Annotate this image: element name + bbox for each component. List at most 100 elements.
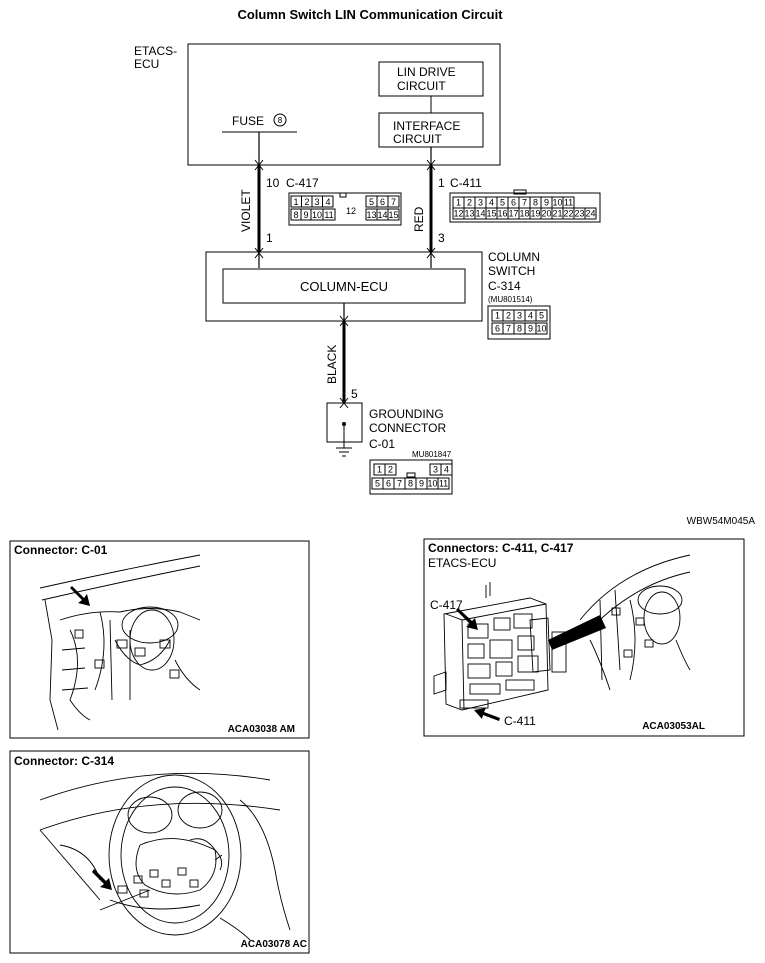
c411-pin: 17 bbox=[508, 209, 518, 219]
c411-pin: 14 bbox=[475, 209, 485, 219]
interface-line1: INTERFACE bbox=[393, 119, 460, 133]
c314-cell bbox=[535, 309, 548, 322]
c01-pin: 11 bbox=[439, 479, 448, 489]
c411-pin: 18 bbox=[519, 209, 529, 219]
callout-c417: C-417 bbox=[430, 598, 463, 612]
connector-c417-face: 1 2 3 4 5 6 7 12 8 9 10 11 13 14 15 bbox=[288, 192, 402, 226]
column-switch-line3: C-314 bbox=[488, 279, 521, 293]
c411-pin: 11 bbox=[564, 198, 573, 208]
panel-etacs-subtitle: ETACS-ECU bbox=[428, 556, 496, 570]
c411-pin: 9 bbox=[544, 198, 549, 208]
c314-pin: 5 bbox=[539, 311, 544, 321]
c417-pin: 10 bbox=[312, 210, 322, 220]
c411-pin: 8 bbox=[533, 198, 538, 208]
c417-pin: 15 bbox=[388, 210, 398, 220]
ground-line1: GROUNDING bbox=[369, 407, 444, 421]
c411-pin: 22 bbox=[563, 209, 573, 219]
c314-pin: 4 bbox=[528, 311, 533, 321]
pointer-arrow-icon bbox=[92, 869, 112, 890]
c314-pin: 6 bbox=[495, 324, 500, 334]
c411-pin: 7 bbox=[522, 198, 527, 208]
c417-pin: 6 bbox=[380, 197, 385, 207]
interface-line2: CIRCUIT bbox=[393, 132, 442, 146]
panel-etacs-title: Connectors: C-411, C-417 bbox=[428, 541, 574, 555]
c411-pin: 23 bbox=[574, 209, 584, 219]
c01-pin: 3 bbox=[433, 465, 438, 475]
zoom-wedge-icon bbox=[548, 615, 606, 650]
c01-pin: 4 bbox=[444, 465, 449, 475]
c417-pin: 13 bbox=[366, 210, 376, 220]
violet-label: VIOLET bbox=[239, 189, 253, 232]
column-part-no: (MU801514) bbox=[488, 295, 533, 304]
c01-pin: 10 bbox=[427, 479, 437, 489]
c314-cell bbox=[535, 322, 548, 335]
c417-pin: 5 bbox=[369, 197, 374, 207]
c417-pin: 11 bbox=[324, 210, 333, 220]
ground-symbol-icon bbox=[336, 447, 352, 457]
ground-line3: C-01 bbox=[369, 437, 395, 451]
pointer-arrow-icon bbox=[474, 708, 500, 721]
ground-line2: CONNECTOR bbox=[369, 421, 446, 435]
c314-pin: 2 bbox=[506, 311, 511, 321]
diagram-code: WBW54M045A bbox=[687, 516, 756, 527]
connector-c01-location-panel: Connector: C-01 ACA03038 AM bbox=[9, 540, 310, 739]
callout-c411: C-411 bbox=[504, 714, 536, 728]
pin-1-label: 1 bbox=[438, 176, 445, 190]
c314-pin: 1 bbox=[495, 311, 500, 321]
c411-pin: 5 bbox=[500, 198, 505, 208]
c417-pin: 8 bbox=[293, 210, 298, 220]
pin-5-label: 5 bbox=[351, 387, 358, 401]
lin-drive-line2: CIRCUIT bbox=[397, 79, 446, 93]
c314-pin: 7 bbox=[506, 324, 511, 334]
pointer-arrow-icon bbox=[456, 608, 478, 630]
c411-cell bbox=[584, 207, 597, 220]
column-switch-line1: COLUMN bbox=[488, 250, 540, 264]
panel-etacs-code: ACA03053AL bbox=[642, 721, 705, 732]
c314-pin: 3 bbox=[517, 311, 522, 321]
c417-pin: 12 bbox=[346, 206, 356, 216]
c314-pin: 9 bbox=[528, 324, 533, 334]
c01-cell bbox=[384, 463, 397, 476]
c411-pin: 20 bbox=[541, 209, 551, 219]
page-title: Column Switch LIN Communication Circuit bbox=[237, 7, 503, 22]
c417-label: C-417 bbox=[286, 176, 319, 190]
c01-pin: 6 bbox=[386, 479, 391, 489]
pin-3-label: 3 bbox=[438, 231, 445, 245]
c417-pin: 14 bbox=[377, 210, 387, 220]
fuse-label: FUSE bbox=[232, 114, 264, 128]
panel-c314-code: ACA03078 AC bbox=[241, 939, 307, 950]
c417-pin: 2 bbox=[304, 197, 309, 207]
fuse-number-circle bbox=[273, 113, 287, 127]
connector-arrow bbox=[254, 247, 264, 259]
c411-label: C-411 bbox=[450, 176, 482, 190]
panel-c01-code: ACA03038 AM bbox=[228, 724, 295, 735]
etacs-label-2: ECU bbox=[134, 57, 159, 71]
c01-pin: 9 bbox=[419, 479, 424, 489]
c411-pin: 12 bbox=[453, 209, 463, 219]
c411-pin: 24 bbox=[585, 209, 595, 219]
c411-pin: 6 bbox=[511, 198, 516, 208]
c411-pin: 2 bbox=[467, 198, 472, 208]
pin-10-label: 10 bbox=[266, 176, 280, 190]
c01-pin: 1 bbox=[377, 465, 382, 475]
c417-pin: 7 bbox=[391, 197, 396, 207]
red-label: RED bbox=[412, 206, 426, 232]
fuse-number: 8 bbox=[278, 116, 283, 125]
c01-pin: 5 bbox=[375, 479, 380, 489]
c411-pin: 13 bbox=[464, 209, 474, 219]
column-switch-line2: SWITCH bbox=[488, 264, 535, 278]
connector-c411-c417-location-panel: Connectors: C-411, C-417 ETACS-ECU C-417… bbox=[423, 538, 745, 737]
connector-arrow bbox=[254, 159, 264, 171]
c411-pin: 3 bbox=[478, 198, 483, 208]
c314-pin: 10 bbox=[536, 324, 546, 334]
etacs-label-1: ETACS- bbox=[134, 44, 177, 58]
c01-cell bbox=[437, 477, 450, 490]
c411-pin: 16 bbox=[497, 209, 507, 219]
etacs-ecu-illustration bbox=[433, 554, 691, 711]
c417-pin: 1 bbox=[293, 197, 298, 207]
c417-pin: 3 bbox=[314, 197, 319, 207]
